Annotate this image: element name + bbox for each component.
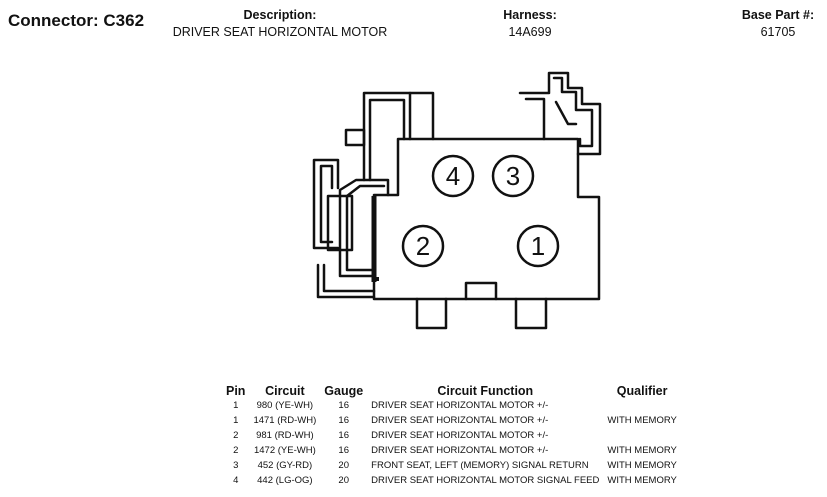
right-latch-hook — [552, 76, 594, 148]
left-latch-inner — [368, 98, 406, 182]
cell-circuit: 442 (LG-OG) — [257, 475, 313, 486]
cell-gauge: 20 — [338, 460, 349, 471]
cell-pin: 2 — [233, 430, 239, 441]
pin-label-2: 2 — [416, 231, 430, 261]
table-header-row: Pin Circuit Gauge Circuit Function Quali… — [222, 383, 681, 398]
col-header-gauge: Gauge — [324, 383, 364, 398]
harness-label: Harness: — [503, 8, 557, 22]
cell-pin: 1 — [233, 415, 239, 426]
connector-face-diagram: 4 3 2 1 — [312, 71, 602, 330]
connector-housing — [372, 137, 601, 301]
table-row: 3 452 (GY-RD) 20 FRONT SEAT, LEFT (MEMOR… — [222, 458, 681, 473]
cell-qualifier: WITH MEMORY — [607, 475, 677, 486]
pin-label-1: 1 — [531, 231, 545, 261]
cell-function: DRIVER SEAT HORIZONTAL MOTOR +/- — [371, 400, 549, 411]
harness-value: 14A699 — [508, 25, 552, 39]
pin-label-3: 3 — [506, 161, 520, 191]
right-latch-inner — [524, 97, 546, 141]
description-label: Description: — [243, 8, 317, 22]
left-foot — [415, 297, 448, 330]
cell-pin: 1 — [233, 400, 239, 411]
cell-function: DRIVER SEAT HORIZONTAL MOTOR +/- — [371, 430, 549, 441]
col-header-circuit: Circuit — [265, 383, 305, 398]
description-value: DRIVER SEAT HORIZONTAL MOTOR — [172, 25, 388, 39]
table-row: 1 980 (YE-WH) 16 DRIVER SEAT HORIZONTAL … — [222, 398, 681, 413]
cell-pin: 3 — [233, 460, 239, 471]
cell-qualifier: WITH MEMORY — [607, 445, 677, 456]
small-tab — [344, 128, 366, 147]
col-header-pin: Pin — [226, 383, 246, 398]
lock-arm-inner — [319, 164, 334, 244]
pin-table: Pin Circuit Gauge Circuit Function Quali… — [222, 383, 681, 488]
cell-function: DRIVER SEAT HORIZONTAL MOTOR +/- — [371, 445, 549, 456]
cell-function: DRIVER SEAT HORIZONTAL MOTOR +/- — [371, 415, 549, 426]
lock-arm-rail-inner — [345, 184, 386, 272]
cell-circuit: 1471 (RD-WH) — [253, 415, 317, 426]
cell-gauge: 16 — [338, 415, 349, 426]
cell-circuit: 981 (RD-WH) — [256, 430, 314, 441]
cell-pin: 4 — [233, 475, 239, 486]
cell-qualifier: WITH MEMORY — [607, 415, 677, 426]
table-row: 2 1472 (YE-WH) 16 DRIVER SEAT HORIZONTAL… — [222, 443, 681, 458]
cell-pin: 2 — [233, 445, 239, 456]
right-latch-outer — [518, 71, 602, 156]
lock-arm-mid — [326, 194, 354, 252]
bottom-hook — [316, 263, 376, 299]
base-part-value: 61705 — [760, 25, 796, 39]
lock-arm-rail — [338, 178, 390, 278]
cell-function: DRIVER SEAT HORIZONTAL MOTOR SIGNAL FEED — [371, 475, 600, 486]
table-row: 2 981 (RD-WH) 16 DRIVER SEAT HORIZONTAL … — [222, 428, 681, 443]
cell-gauge: 16 — [338, 430, 349, 441]
col-header-function: Circuit Function — [437, 383, 534, 398]
cell-gauge: 16 — [338, 445, 349, 456]
cavity-2 — [401, 224, 445, 268]
cell-circuit: 452 (GY-RD) — [257, 460, 313, 471]
cell-function: FRONT SEAT, LEFT (MEMORY) SIGNAL RETURN — [371, 460, 589, 471]
cell-qualifier: WITH MEMORY — [607, 460, 677, 471]
cell-circuit: 980 (YE-WH) — [256, 400, 314, 411]
right-foot — [514, 297, 548, 330]
cell-gauge: 16 — [338, 400, 349, 411]
cell-gauge: 20 — [338, 475, 349, 486]
lock-arm-outer — [312, 158, 340, 250]
cavity-4 — [431, 154, 475, 198]
bottom-key — [464, 281, 498, 301]
upper-tab — [408, 91, 435, 141]
table-row: 4 442 (LG-OG) 20 DRIVER SEAT HORIZONTAL … — [222, 473, 681, 488]
table-row: 1 1471 (RD-WH) 16 DRIVER SEAT HORIZONTAL… — [222, 413, 681, 428]
right-latch-notch — [554, 100, 578, 126]
cell-qualifier — [603, 428, 681, 443]
base-part-label: Base Part #: — [741, 8, 815, 22]
cavity-1 — [516, 224, 560, 268]
cavity-3 — [491, 154, 535, 198]
cell-qualifier — [603, 398, 681, 413]
pin-label-4: 4 — [446, 161, 460, 191]
col-header-qualifier: Qualifier — [616, 383, 668, 398]
connector-title: Connector: C362 — [8, 11, 145, 30]
cell-circuit: 1472 (YE-WH) — [253, 445, 316, 456]
